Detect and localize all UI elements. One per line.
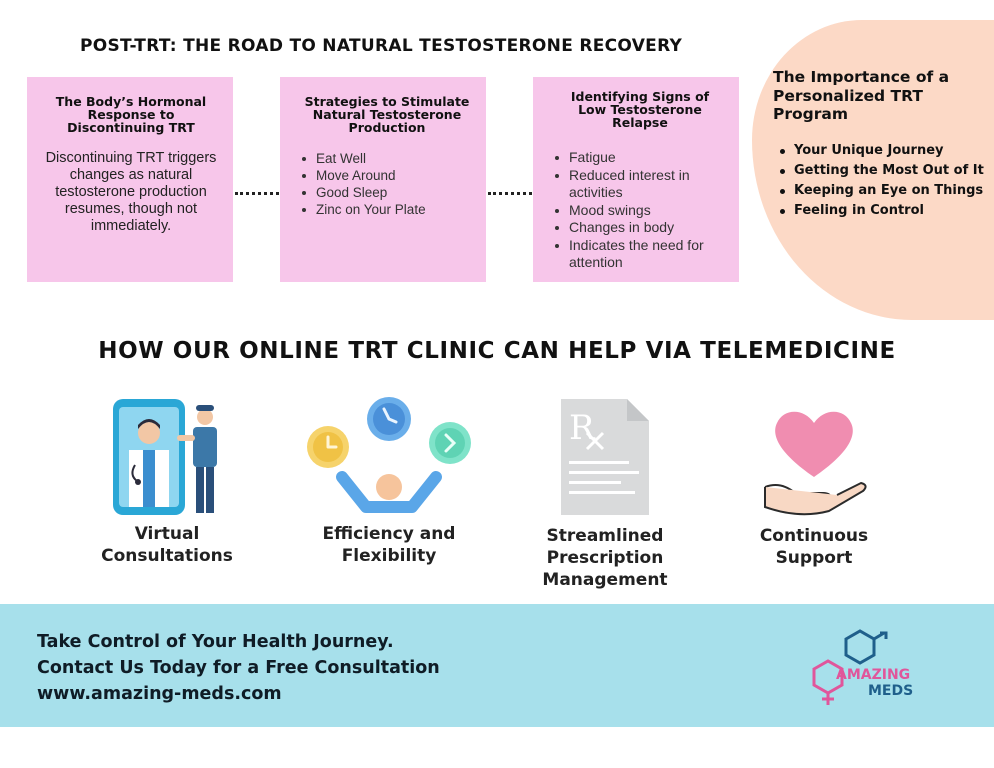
- page-title: POST-TRT: THE ROAD TO NATURAL TESTOSTERO…: [80, 36, 683, 56]
- card-title: Identifying Signs of Low Testosterone Re…: [570, 89, 710, 130]
- footer-text: Take Control of Your Health Journey. Con…: [37, 629, 440, 707]
- logo-word-meds: MEDS: [868, 683, 913, 699]
- list-item: Feeling in Control: [780, 201, 984, 221]
- list-item: Indicates the need for attention: [555, 237, 725, 272]
- feature-label: Continuous Support: [759, 526, 869, 568]
- feature-virtual-consultations: Virtual Consultations: [72, 395, 262, 567]
- card-title: The Body’s Hormonal Response to Disconti…: [55, 94, 207, 135]
- list-item: Eat Well: [302, 150, 472, 167]
- feature-continuous-support: Continuous Support: [719, 395, 909, 569]
- prescription-icon: R: [561, 399, 649, 515]
- section-title: HOW OUR ONLINE TRT CLINIC CAN HELP VIA T…: [98, 338, 896, 364]
- list-item: Reduced interest in activities: [555, 167, 725, 202]
- doctor-phone-icon: [113, 399, 217, 515]
- card-title: Strategies to Stimulate Natural Testoste…: [304, 94, 470, 135]
- dotted-connector: [488, 192, 532, 195]
- list-item: Your Unique Journey: [780, 141, 984, 161]
- heart-hand-icon: [764, 411, 867, 516]
- feature-label: Efficiency and Flexibility: [322, 524, 456, 566]
- logo-word-amazing: AMAZING: [836, 667, 910, 683]
- side-list: Your Unique Journey Getting the Most Out…: [780, 141, 984, 221]
- feature-label: Streamlined Prescription Management: [542, 526, 668, 590]
- side-title: The Importance of a Personalized TRT Pro…: [773, 68, 950, 123]
- list-item: Good Sleep: [302, 184, 472, 201]
- svg-text:R: R: [569, 408, 596, 448]
- card-hormonal-response: The Body’s Hormonal Response to Disconti…: [27, 77, 233, 282]
- strategies-list: Eat Well Move Around Good Sleep Zinc on …: [302, 150, 472, 218]
- list-item: Zinc on Your Plate: [302, 201, 472, 218]
- footer-website-link[interactable]: www.amazing-meds.com: [37, 684, 282, 704]
- card-relapse-signs: Identifying Signs of Low Testosterone Re…: [533, 77, 739, 282]
- list-item: Fatigue: [555, 149, 725, 167]
- list-item: Keeping an Eye on Things: [780, 181, 984, 201]
- card-body: Discontinuing TRT triggers changes as na…: [45, 150, 217, 234]
- card-strategies: Strategies to Stimulate Natural Testoste…: [280, 77, 486, 282]
- list-item: Changes in body: [555, 219, 725, 237]
- list-item: Mood swings: [555, 202, 725, 220]
- footer-line: Contact Us Today for a Free Consultation: [37, 658, 440, 678]
- feature-label: Virtual Consultations: [101, 524, 233, 566]
- feature-prescription-management: R Streamlined Prescription Management: [510, 395, 700, 591]
- footer-banner: Take Control of Your Health Journey. Con…: [0, 604, 994, 727]
- feature-efficiency-flexibility: Efficiency and Flexibility: [294, 395, 484, 567]
- list-item: Getting the Most Out of It: [780, 161, 984, 181]
- logo-hexagon-icon: AMAZING MEDS: [812, 629, 913, 705]
- amazing-meds-logo: AMAZING MEDS: [806, 629, 926, 714]
- signs-list: Fatigue Reduced interest in activities M…: [555, 149, 725, 272]
- list-item: Move Around: [302, 167, 472, 184]
- juggling-clocks-icon: [307, 397, 471, 513]
- dotted-connector: [235, 192, 279, 195]
- footer-line: Take Control of Your Health Journey.: [37, 632, 394, 652]
